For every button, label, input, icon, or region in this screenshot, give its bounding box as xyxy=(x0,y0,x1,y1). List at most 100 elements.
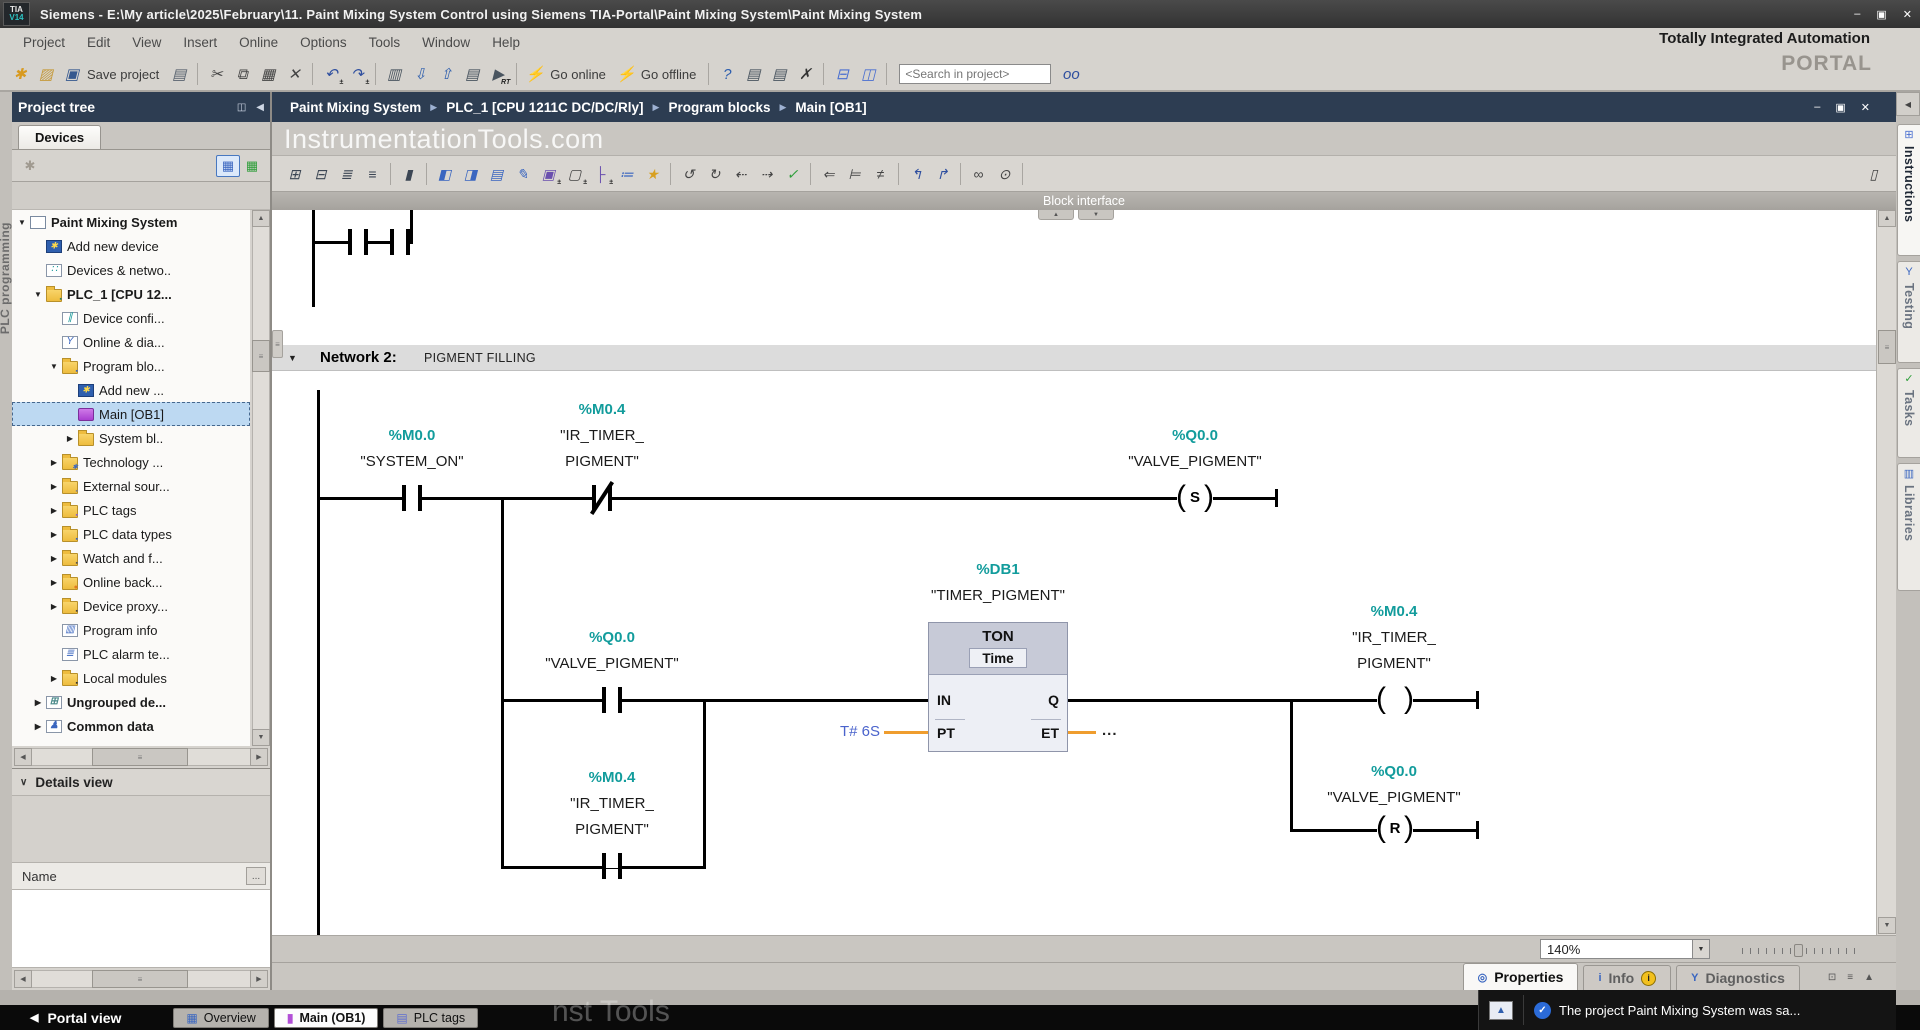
operand-name-ir-coil-1[interactable]: "IR_TIMER_ xyxy=(1352,628,1436,648)
zoom-slider-thumb[interactable] xyxy=(1794,944,1803,957)
tree-expand-icon[interactable]: ▶ xyxy=(48,530,60,539)
operand-address-ir-timer-nc[interactable]: %M0.4 xyxy=(579,400,626,420)
tree-scrollbar-handle[interactable]: ≡ xyxy=(252,340,270,372)
snapshot-icon[interactable]: ↻ xyxy=(702,161,727,187)
operand-address-ir-coil[interactable]: %M0.4 xyxy=(1371,602,1418,622)
coil-valve-pigment-set[interactable]: (S) xyxy=(1177,484,1213,512)
cut-icon[interactable]: ✂ xyxy=(204,62,228,86)
operand-name-ir-coil-2[interactable]: PIGMENT" xyxy=(1357,654,1431,674)
operand-name-ir-timer-contact-2[interactable]: PIGMENT" xyxy=(575,820,649,840)
tree-item-paint-mixing-system[interactable]: ▼Paint Mixing System xyxy=(12,210,250,234)
tree-item-add-new[interactable]: ✱Add new ... xyxy=(12,378,250,402)
start-runtime-icon[interactable]: ▶RT xyxy=(486,62,510,86)
data-block-icon[interactable]: ▯ xyxy=(1861,161,1886,187)
editor-scroll-up-icon[interactable]: ▲ xyxy=(1878,210,1896,227)
panel-scroll-left-icon[interactable]: ◀ xyxy=(14,970,32,988)
contact-valve-pigment[interactable] xyxy=(594,686,630,714)
ton-in-pin[interactable]: IN xyxy=(937,692,951,708)
upload-from-device-icon[interactable]: ⇧ xyxy=(434,62,458,86)
operand-address-valve-contact[interactable]: %Q0.0 xyxy=(589,628,635,648)
operand-address-valve-set[interactable]: %Q0.0 xyxy=(1172,426,1218,446)
delete-icon[interactable]: ✕ xyxy=(282,62,306,86)
coil-ir-timer-pigment[interactable]: () xyxy=(1377,686,1413,714)
editor-scrollbar-handle[interactable]: ≡ xyxy=(1878,330,1896,364)
editor-restore-icon[interactable]: ▣ xyxy=(1835,101,1845,114)
tree-item-external-sour[interactable]: ▶▪External sour... xyxy=(12,474,250,498)
breadcrumb-item[interactable]: PLC_1 [CPU 1211C DC/DC/Rly] xyxy=(446,100,643,115)
inspector-float-icon[interactable]: ⊡ xyxy=(1828,972,1836,983)
insert-row-icon[interactable]: ≣ xyxy=(334,161,359,187)
tree-scroll-up-icon[interactable]: ▲ xyxy=(252,210,270,227)
tree-expand-icon[interactable]: ▼ xyxy=(48,362,60,371)
tree-item-common-data[interactable]: ▶♟Common data xyxy=(12,714,250,738)
tree-item-plc-alarm-te[interactable]: ≣PLC alarm te... xyxy=(12,642,250,666)
tab-devices[interactable]: Devices xyxy=(18,125,101,149)
maximize-icon[interactable]: ▣ xyxy=(1876,8,1886,21)
et-unassigned-value[interactable]: ... xyxy=(1102,721,1118,741)
contact-ir-timer-pigment-nc[interactable] xyxy=(584,484,620,512)
tree-item-device-confi[interactable]: ∥Device confi... xyxy=(12,306,250,330)
show-comments-icon[interactable]: ▤ xyxy=(484,161,509,187)
side-tab-libraries[interactable]: ▥Libraries xyxy=(1897,463,1920,591)
breadcrumb-item[interactable]: Program blocks xyxy=(668,100,770,115)
goto-next-icon[interactable]: ⇢ xyxy=(754,161,779,187)
right-strip-collapse-icon[interactable]: ◀ xyxy=(1896,92,1920,116)
minimize-icon[interactable]: – xyxy=(1854,8,1860,20)
menu-item-help[interactable]: Help xyxy=(481,28,531,58)
network2-header[interactable]: ▼ Network 2: PIGMENT FILLING xyxy=(272,345,1876,371)
tree-expand-icon[interactable]: ▶ xyxy=(48,578,60,587)
tree-item-devices-netwo[interactable]: ∷Devices & netwo.. xyxy=(12,258,250,282)
tree-item-plc-data-types[interactable]: ▶▪PLC data types xyxy=(12,522,250,546)
operand-address-system-on[interactable]: %M0.0 xyxy=(389,426,436,446)
search-in-project-icon[interactable]: oo xyxy=(1059,62,1083,86)
update-block-calls-icon[interactable]: ↺ xyxy=(676,161,701,187)
menu-item-online[interactable]: Online xyxy=(228,28,289,58)
contact-ir-timer-pigment[interactable] xyxy=(594,852,630,880)
side-tab-testing[interactable]: YTesting xyxy=(1897,261,1920,363)
symbol-information-icon[interactable]: ⊨ xyxy=(842,161,867,187)
tree-item-plc-tags[interactable]: ▶▪PLC tags xyxy=(12,498,250,522)
tree-expand-icon[interactable]: ▶ xyxy=(32,698,44,707)
tree-item-local-modules[interactable]: ▶▪Local modules xyxy=(12,666,250,690)
tree-item-main-ob1[interactable]: Main [OB1] xyxy=(12,402,250,426)
taskbar-button-overview[interactable]: ▦Overview xyxy=(173,1008,268,1028)
absolute-operands-icon[interactable]: ⇐ xyxy=(816,161,841,187)
open-project-icon[interactable]: ▨ xyxy=(34,62,58,86)
timer-db-address[interactable]: %DB1 xyxy=(976,560,1019,580)
coil-valve-pigment-reset[interactable]: (R) xyxy=(1377,815,1413,843)
return-to-caller-icon[interactable]: ↱ xyxy=(930,161,955,187)
taskbar-button-plc-tags[interactable]: ▤PLC tags xyxy=(383,1008,478,1028)
device-panel-icon[interactable]: ▤ xyxy=(460,62,484,86)
breadcrumb-item[interactable]: Paint Mixing System xyxy=(290,100,421,115)
tree-expand-icon[interactable]: ▶ xyxy=(48,554,60,563)
tree-expand-icon[interactable]: ▶ xyxy=(32,722,44,731)
new-item-icon[interactable]: ✱ xyxy=(18,155,42,177)
tree-expand-icon[interactable]: ▶ xyxy=(48,482,60,491)
new-project-icon[interactable]: ✱ xyxy=(8,62,32,86)
panel-scroll-right-icon[interactable]: ▶ xyxy=(250,970,268,988)
split-editor-vertical-icon[interactable]: ◫ xyxy=(856,62,880,86)
insert-comment-icon[interactable]: ✎ xyxy=(510,161,535,187)
inspector-collapse-icon[interactable]: ▲ xyxy=(1864,972,1874,983)
block-interface-collapse-down-icon[interactable]: ▼ xyxy=(1078,210,1114,220)
tree-item-add-new-device[interactable]: ✱Add new device xyxy=(12,234,250,258)
tree-expand-icon[interactable]: ▼ xyxy=(16,218,28,227)
free-comments-icon[interactable]: ≠ xyxy=(868,161,893,187)
taskbar-button-main-ob1[interactable]: ▮Main (OB1) xyxy=(274,1008,379,1028)
details-collapse-icon[interactable]: ∨ xyxy=(20,777,27,788)
menu-item-options[interactable]: Options xyxy=(289,28,358,58)
stop-cpu-icon[interactable]: ▤ xyxy=(767,62,791,86)
insert-network-icon[interactable]: ⊞ xyxy=(282,161,307,187)
search-in-project-input[interactable] xyxy=(899,64,1051,84)
operand-name-valve-reset[interactable]: "VALVE_PIGMENT" xyxy=(1327,788,1460,808)
insert-fb-call-icon[interactable]: ▣± xyxy=(536,161,561,187)
favorites-icon[interactable]: ★ xyxy=(640,161,665,187)
tree-item-technology[interactable]: ▶✱Technology ... xyxy=(12,450,250,474)
inspector-dock-icon[interactable]: ≡ xyxy=(1847,972,1853,983)
tab-properties[interactable]: ◎ Properties xyxy=(1463,963,1579,990)
insert-empty-box-icon[interactable]: ▢± xyxy=(562,161,587,187)
breadcrumb-item[interactable]: Main [OB1] xyxy=(795,100,866,115)
delete-row-icon[interactable]: ≡ xyxy=(360,161,385,187)
pt-time-value[interactable]: T# 6S xyxy=(810,722,880,742)
operand-name-valve-contact[interactable]: "VALVE_PIGMENT" xyxy=(545,654,678,674)
